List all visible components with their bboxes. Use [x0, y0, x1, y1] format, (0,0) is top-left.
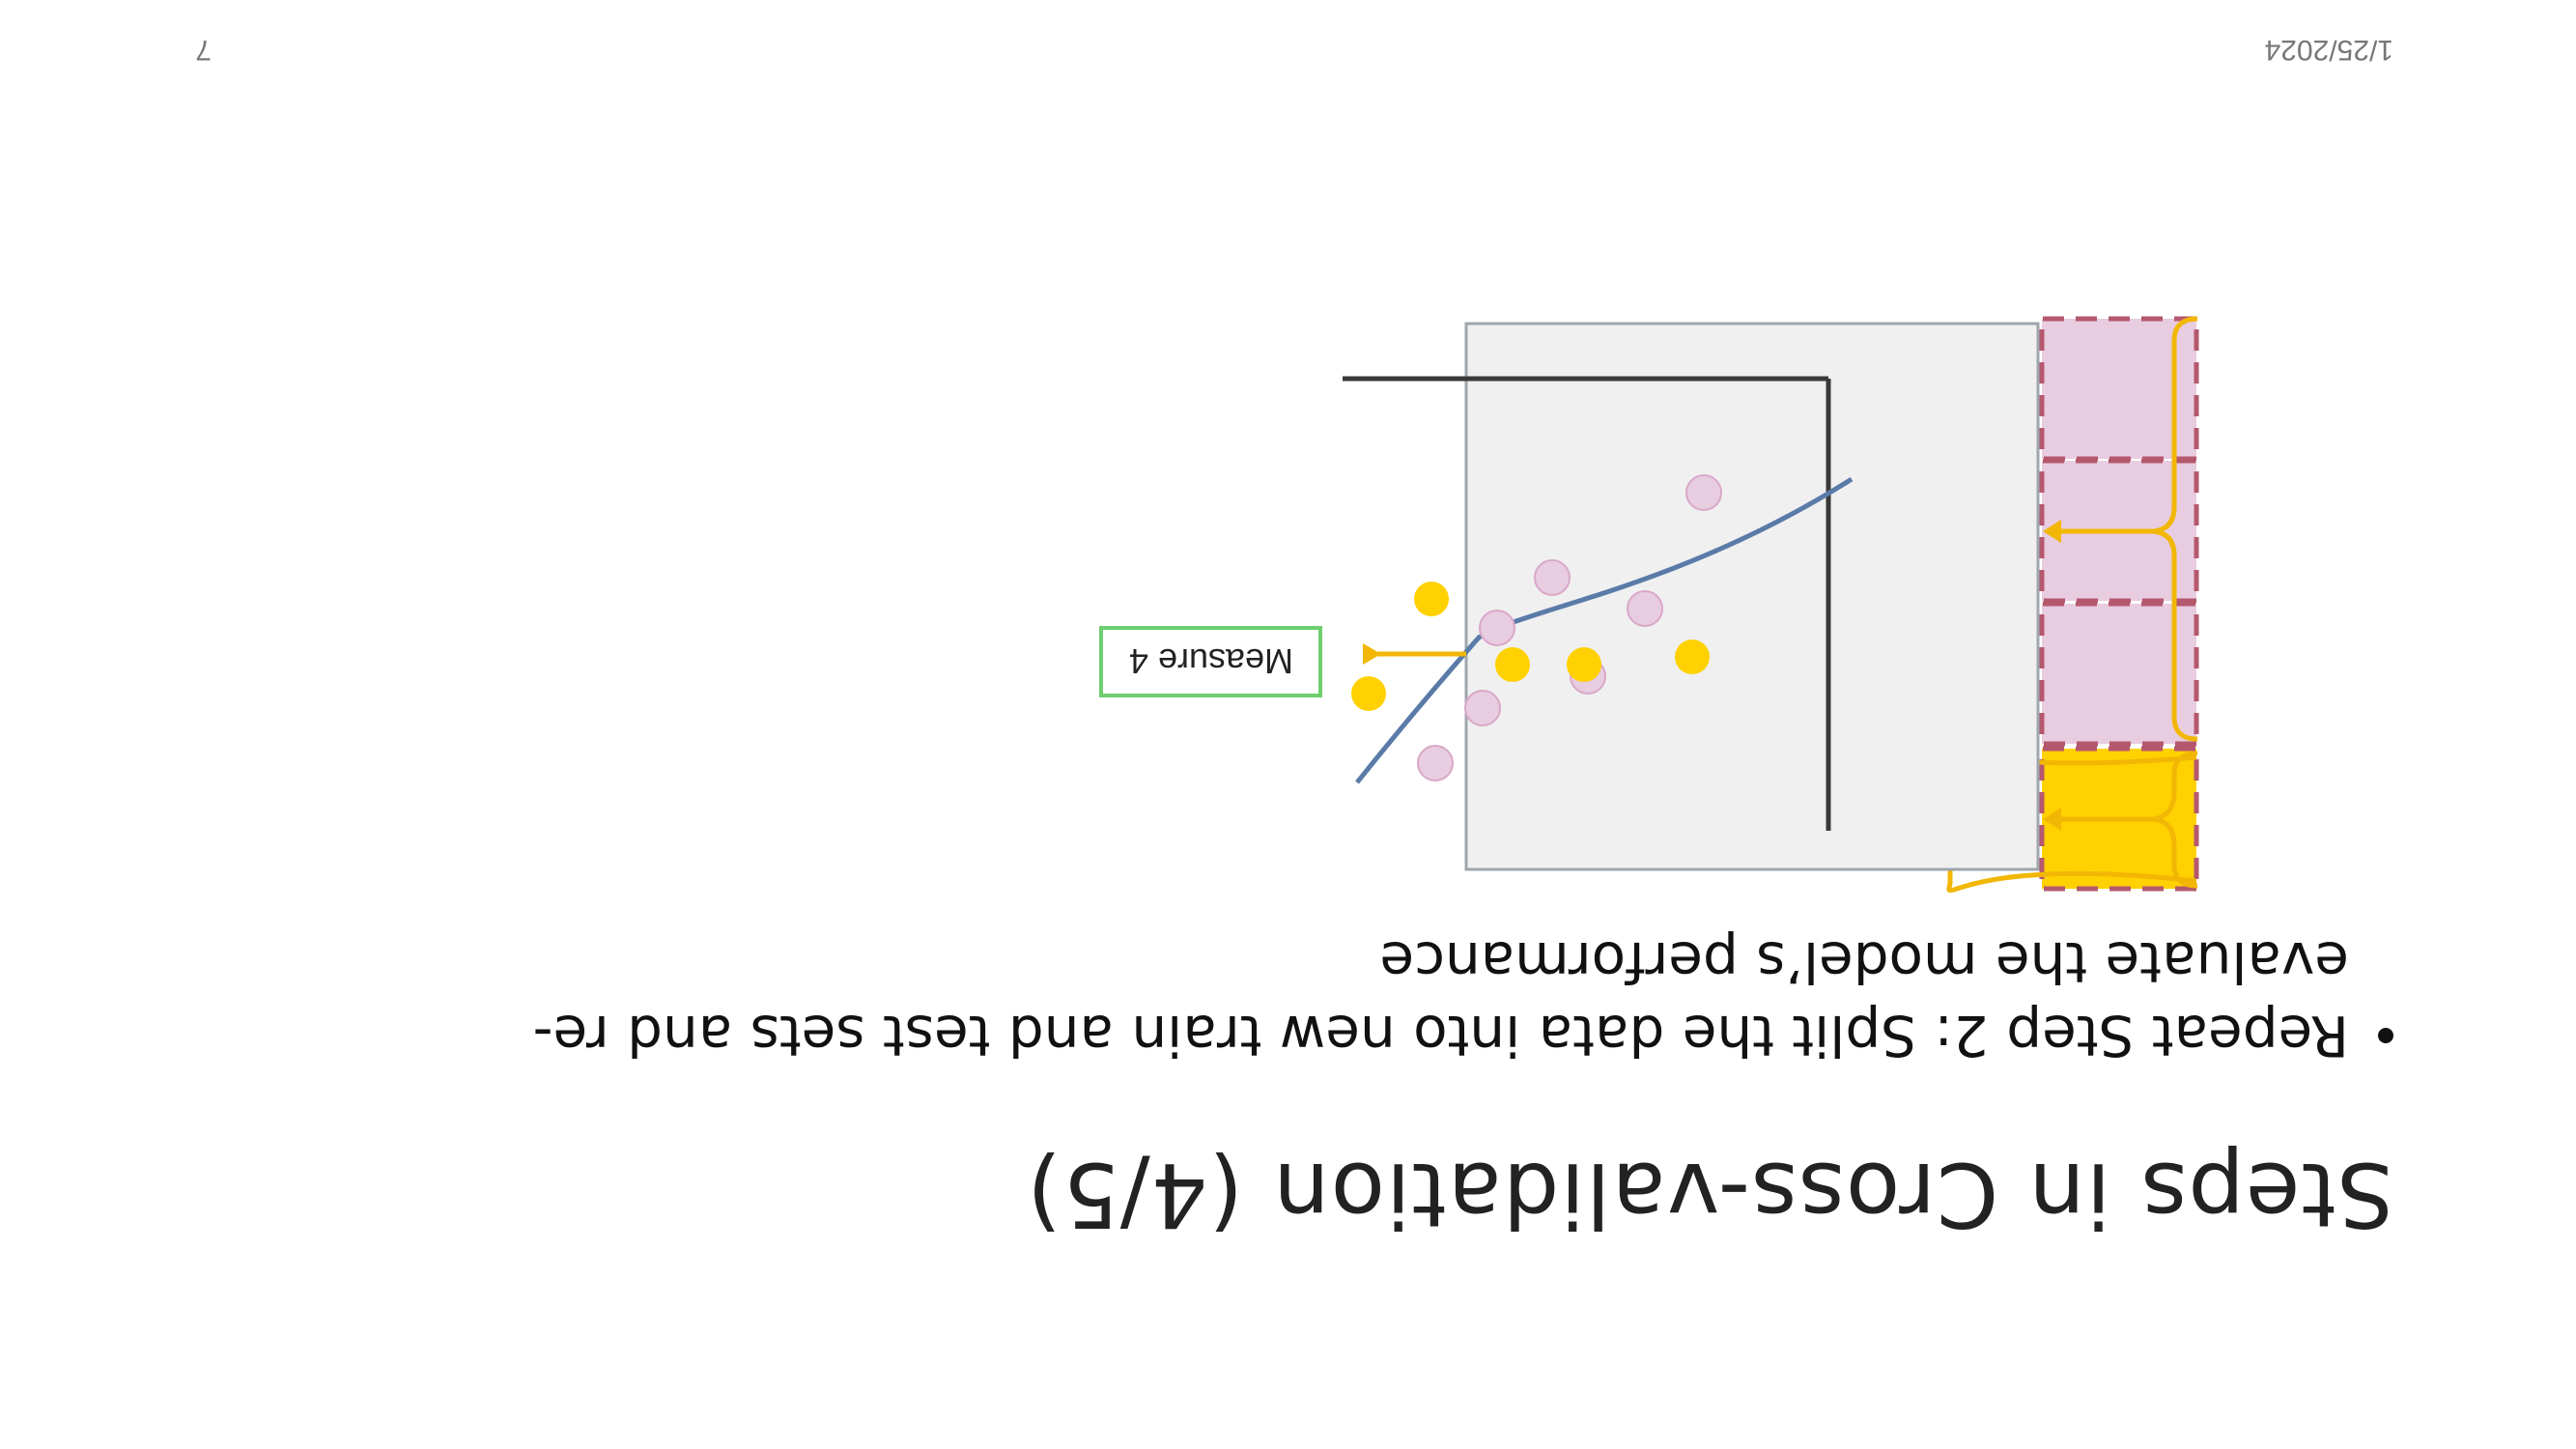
train-point	[1479, 610, 1515, 646]
train-point	[1534, 559, 1571, 596]
train-fold-1	[2039, 601, 2199, 747]
model-plot	[1464, 322, 2040, 871]
test-point	[1567, 647, 1601, 682]
test-point	[1414, 582, 1449, 616]
test-point	[1351, 676, 1386, 711]
train-point	[1417, 745, 1454, 781]
train-point	[1627, 590, 1663, 627]
measure-box	[1099, 626, 1322, 697]
footer-date: 1/25/2024	[2264, 34, 2393, 66]
test-point	[1495, 647, 1530, 682]
test-point	[1675, 639, 1710, 674]
train-fold-3	[2039, 316, 2199, 462]
measure-label: Measure 4	[1129, 641, 1293, 681]
train-point	[1464, 690, 1501, 726]
page-number: 7	[195, 34, 212, 66]
train-point	[1685, 474, 1722, 511]
measure-arrow-head	[1363, 643, 1381, 665]
train-arrow-head	[2043, 520, 2061, 543]
test-arrow-head	[2043, 808, 2061, 831]
